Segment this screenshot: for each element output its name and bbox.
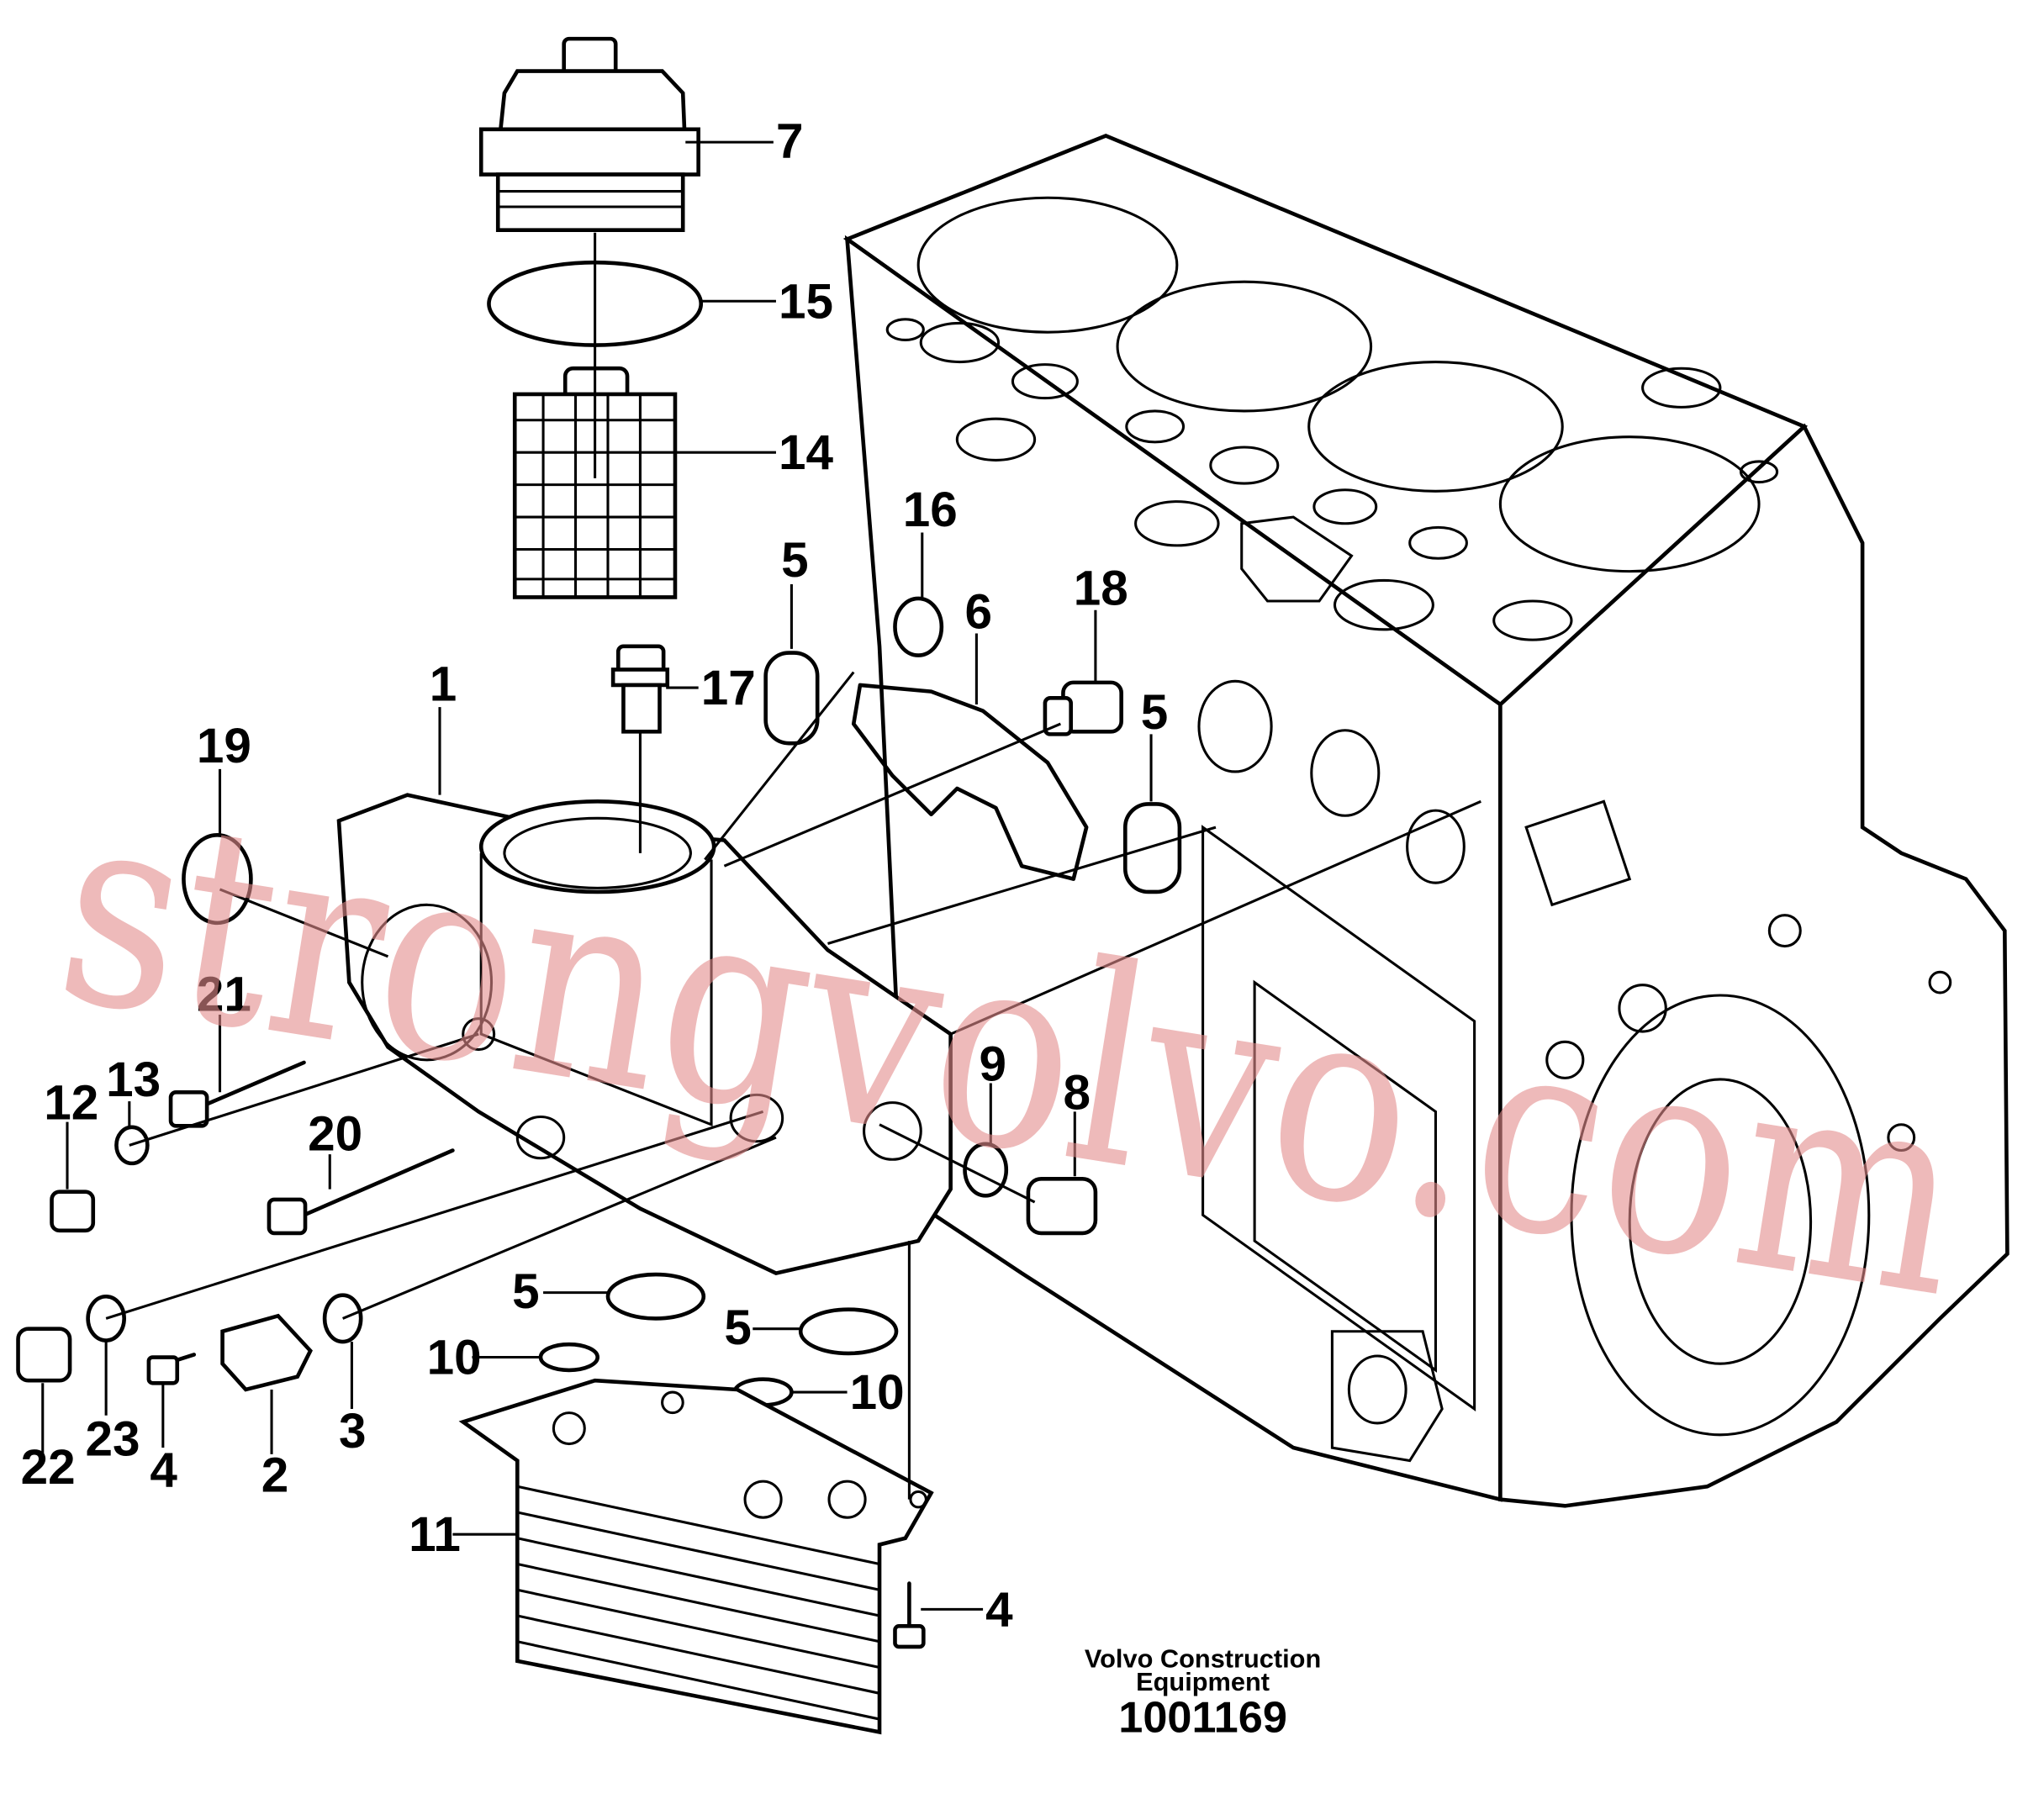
seal-13 [114, 1125, 150, 1166]
callout-6: 6 [965, 584, 993, 639]
leader-lines [41, 140, 1481, 1611]
gasket-6 [851, 683, 1089, 881]
o-ring-16 [893, 596, 944, 657]
seal-23 [86, 1294, 126, 1343]
o-ring-5d [798, 1307, 899, 1356]
callout-5c: 5 [512, 1264, 540, 1319]
oil-cooler [458, 1378, 934, 1735]
callout-8: 8 [1063, 1065, 1091, 1120]
filter-cap [478, 36, 700, 233]
callout-12: 12 [44, 1076, 98, 1131]
callout-3: 3 [339, 1404, 367, 1459]
callout-13: 13 [106, 1052, 161, 1107]
callout-5b: 5 [1141, 685, 1169, 740]
callout-11: 11 [409, 1507, 461, 1562]
plug-12 [50, 1190, 96, 1233]
callout-10a: 10 [427, 1331, 482, 1385]
bolt-4b [893, 1581, 926, 1649]
bolt-20 [267, 1148, 455, 1236]
callout-2: 2 [261, 1448, 289, 1502]
callout-14: 14 [779, 425, 834, 480]
plug-22 [16, 1327, 72, 1383]
callout-19: 19 [197, 719, 251, 773]
callout-4b: 4 [985, 1582, 1013, 1637]
callout-10b: 10 [850, 1365, 905, 1420]
callout-16: 16 [903, 483, 958, 537]
callout-18: 18 [1074, 562, 1128, 616]
callout-23: 23 [86, 1411, 140, 1466]
plug-8 [1026, 1177, 1098, 1236]
o-ring-5a [763, 651, 820, 746]
seal-10a [538, 1342, 599, 1373]
callout-17: 17 [701, 661, 756, 715]
callout-21: 21 [197, 967, 251, 1021]
callout-9: 9 [979, 1037, 1006, 1091]
o-ring-5b [1122, 802, 1182, 894]
seal-9 [963, 1142, 1009, 1198]
callout-1: 1 [430, 657, 457, 711]
callout-20: 20 [308, 1107, 362, 1162]
callout-22: 22 [21, 1440, 76, 1495]
o-ring-5c [605, 1272, 706, 1321]
bolt-21 [168, 1060, 306, 1128]
plug-18 [1043, 680, 1123, 736]
callout-5a: 5 [781, 533, 809, 588]
callout-7: 7 [776, 114, 804, 169]
cover-plate-2 [220, 1313, 313, 1392]
drawing-number: 1001169 [1118, 1693, 1287, 1742]
relief-valve [610, 644, 670, 734]
seal-3 [322, 1293, 363, 1344]
callout-4a: 4 [150, 1443, 177, 1497]
cover-cap-19 [182, 833, 253, 926]
callout-5d: 5 [724, 1300, 752, 1355]
engine-block [842, 133, 2010, 1508]
bolt-4a [146, 1353, 197, 1385]
caption-equipment: Equipment [1136, 1667, 1270, 1696]
callout-15: 15 [779, 274, 833, 329]
caption-company: Volvo Construction [1085, 1644, 1321, 1674]
